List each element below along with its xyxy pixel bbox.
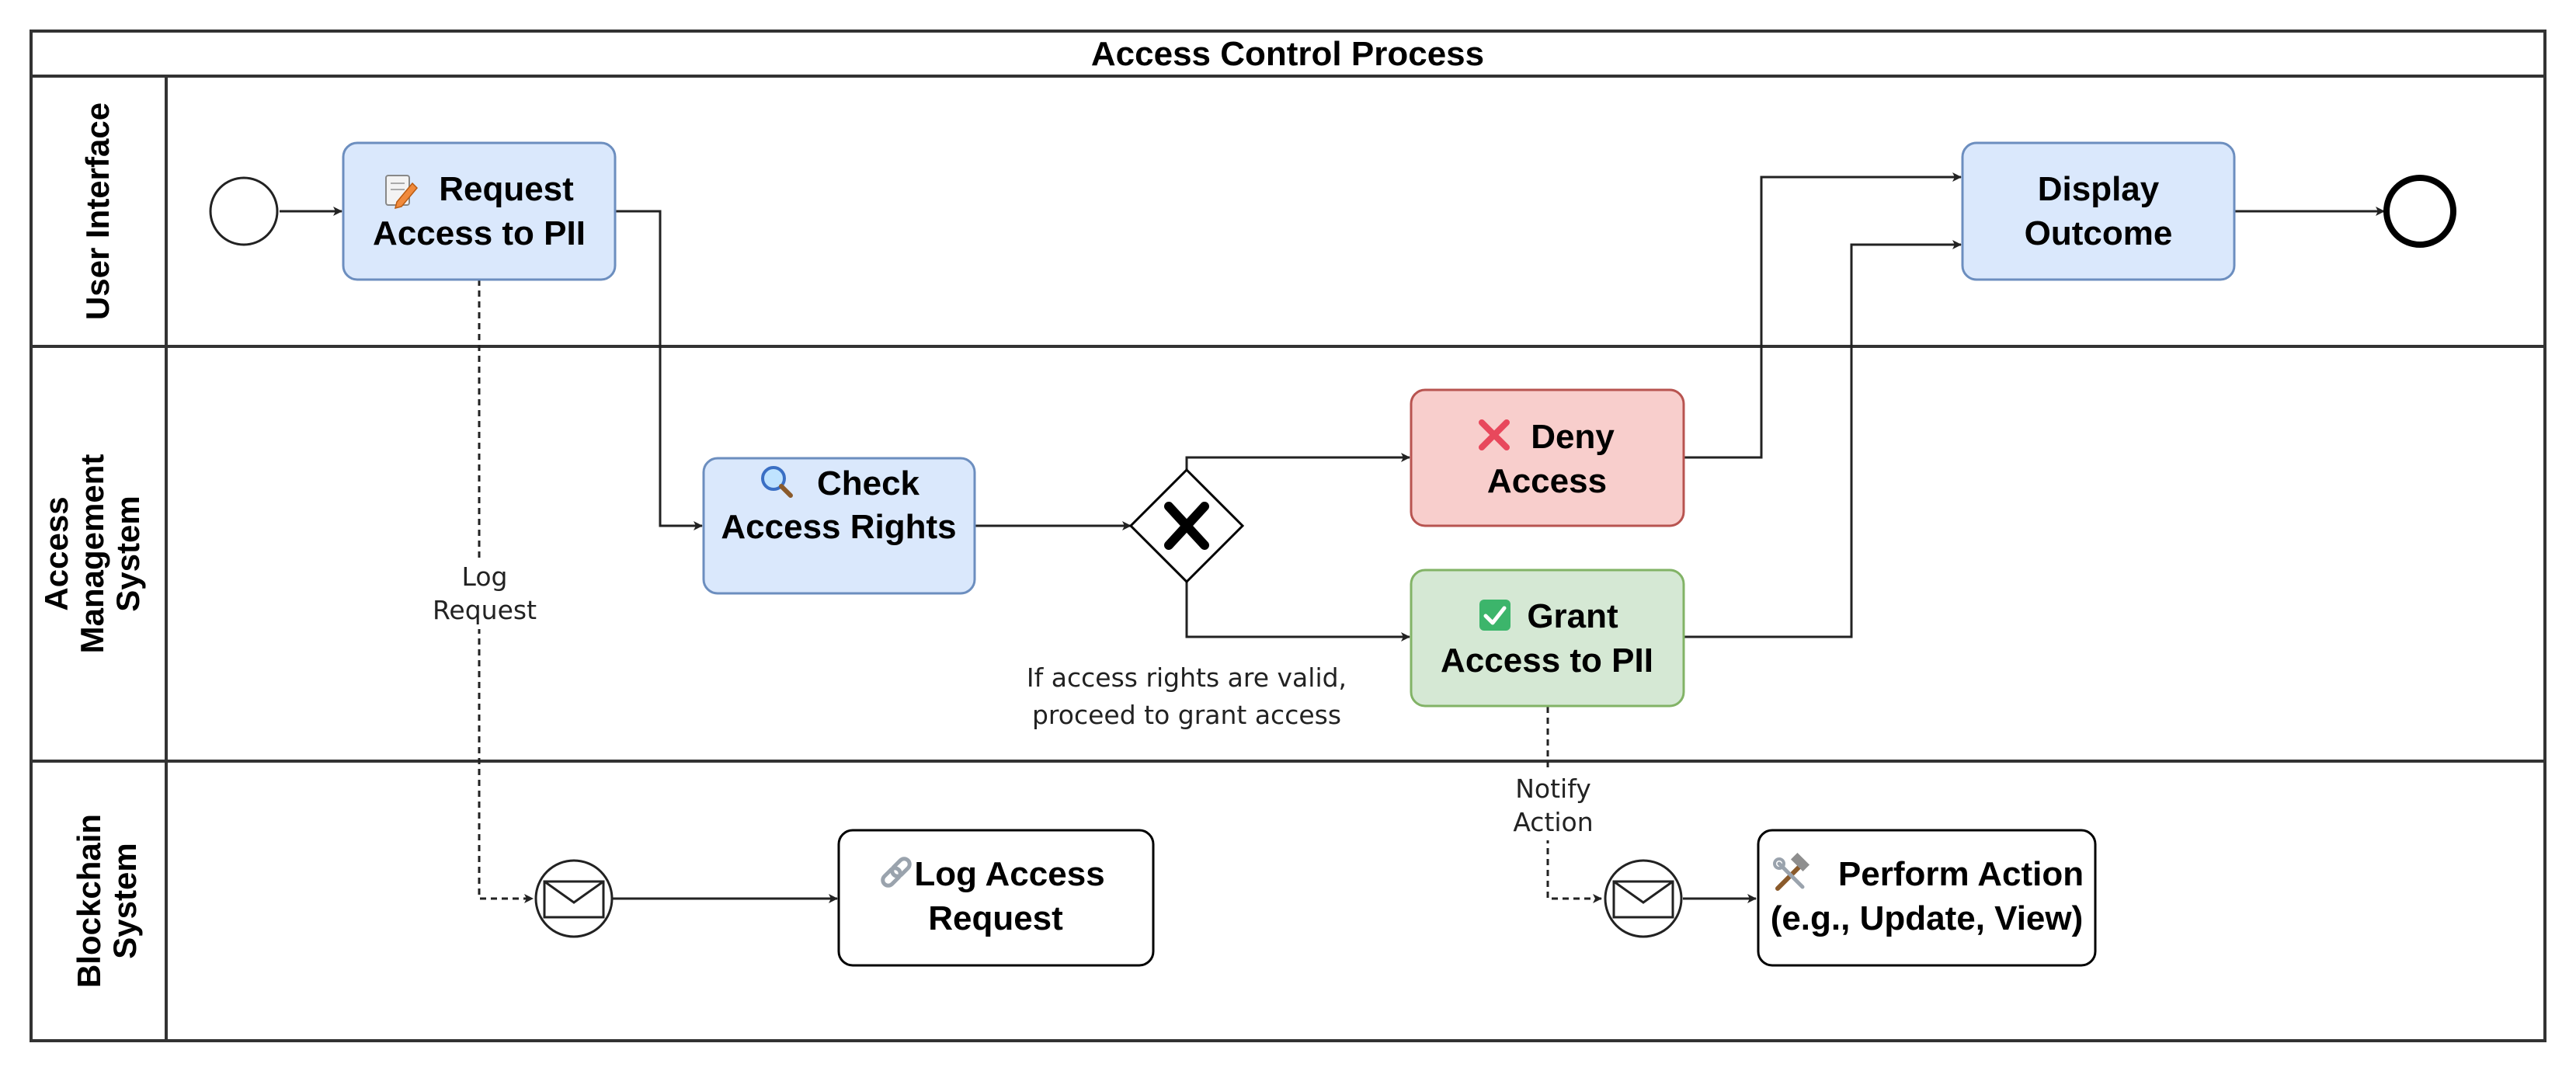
svg-text:Management: Management	[74, 454, 110, 654]
svg-text:(e.g., Update, View): (e.g., Update, View)	[1771, 899, 2084, 937]
svg-text:If access rights are valid,: If access rights are valid,	[1027, 662, 1347, 693]
flow-gateway-to-grant	[1185, 582, 1410, 642]
svg-text:Request: Request	[433, 595, 537, 625]
start-event	[209, 176, 279, 246]
task-log-access-request: Log Access Request	[837, 829, 1155, 967]
magnifier-icon	[761, 466, 793, 498]
svg-text:Access Rights: Access Rights	[721, 508, 956, 546]
message-event-log	[534, 859, 614, 938]
cross-mark-icon	[1479, 419, 1510, 450]
link-icon	[881, 857, 912, 888]
check-mark-icon	[1479, 600, 1510, 631]
svg-text:proceed to grant access: proceed to grant access	[1032, 700, 1341, 730]
svg-text:Request: Request	[439, 170, 574, 208]
task-perform-action: Perform Action (e.g., Update, View)	[1757, 829, 2097, 967]
svg-text:User Interface: User Interface	[79, 103, 116, 320]
flow-grant-to-display	[1684, 240, 1962, 638]
lane-label-blockchain-system: Blockchain System	[71, 814, 143, 988]
svg-text:Outcome: Outcome	[2025, 214, 2173, 252]
svg-text:System: System	[106, 843, 143, 958]
svg-text:Blockchain: Blockchain	[71, 814, 107, 988]
svg-text:Grant: Grant	[1527, 597, 1618, 635]
svg-text:Perform Action: Perform Action	[1838, 855, 2084, 893]
edge-label-log-request: Log Request	[426, 559, 537, 629]
svg-text:Log: Log	[462, 562, 508, 592]
edge-label-valid-note: If access rights are valid, proceed to g…	[1027, 662, 1347, 730]
task-deny-access: Deny Access	[1410, 388, 1685, 527]
task-grant-access: Grant Access to PII	[1410, 569, 1685, 708]
hammer-wrench-icon	[1773, 852, 1810, 891]
flow-request-to-check	[615, 210, 703, 530]
message-event-notify	[1604, 859, 1683, 938]
svg-text:Check: Check	[817, 464, 920, 502]
flow-gateway-to-deny	[1185, 453, 1410, 470]
svg-text:Notify: Notify	[1515, 774, 1591, 804]
memo-icon	[385, 175, 419, 210]
svg-text:Display: Display	[2038, 170, 2160, 208]
task-request-access: Request Access to PII	[342, 141, 617, 281]
dashed-flow-log-request	[478, 280, 534, 903]
lane-label-access-management-system: Access Management System	[38, 454, 146, 654]
svg-text:Access: Access	[38, 496, 75, 610]
svg-text:Log Access: Log Access	[914, 855, 1104, 893]
svg-text:Access to PII: Access to PII	[373, 214, 586, 252]
lane-label-user-interface: User Interface	[79, 103, 116, 320]
flow-deny-to-display	[1684, 172, 1962, 459]
message-flows	[478, 280, 1602, 903]
end-event	[2383, 175, 2456, 248]
svg-text:System: System	[110, 496, 146, 611]
svg-text:Deny: Deny	[1531, 418, 1615, 456]
task-check-access-rights: Check Access Rights	[702, 457, 976, 595]
svg-text:Access: Access	[1487, 462, 1607, 500]
sequence-flows	[280, 172, 2385, 903]
task-display-outcome: Display Outcome	[1961, 141, 2236, 281]
exclusive-gateway	[1128, 468, 1245, 584]
svg-text:Access to PII: Access to PII	[1441, 642, 1653, 680]
edge-label-notify-action: Notify Action	[1503, 769, 1604, 840]
svg-text:Request: Request	[928, 899, 1063, 937]
pool-title: Access Control Process	[1091, 35, 1484, 73]
svg-text:Action: Action	[1513, 807, 1593, 837]
